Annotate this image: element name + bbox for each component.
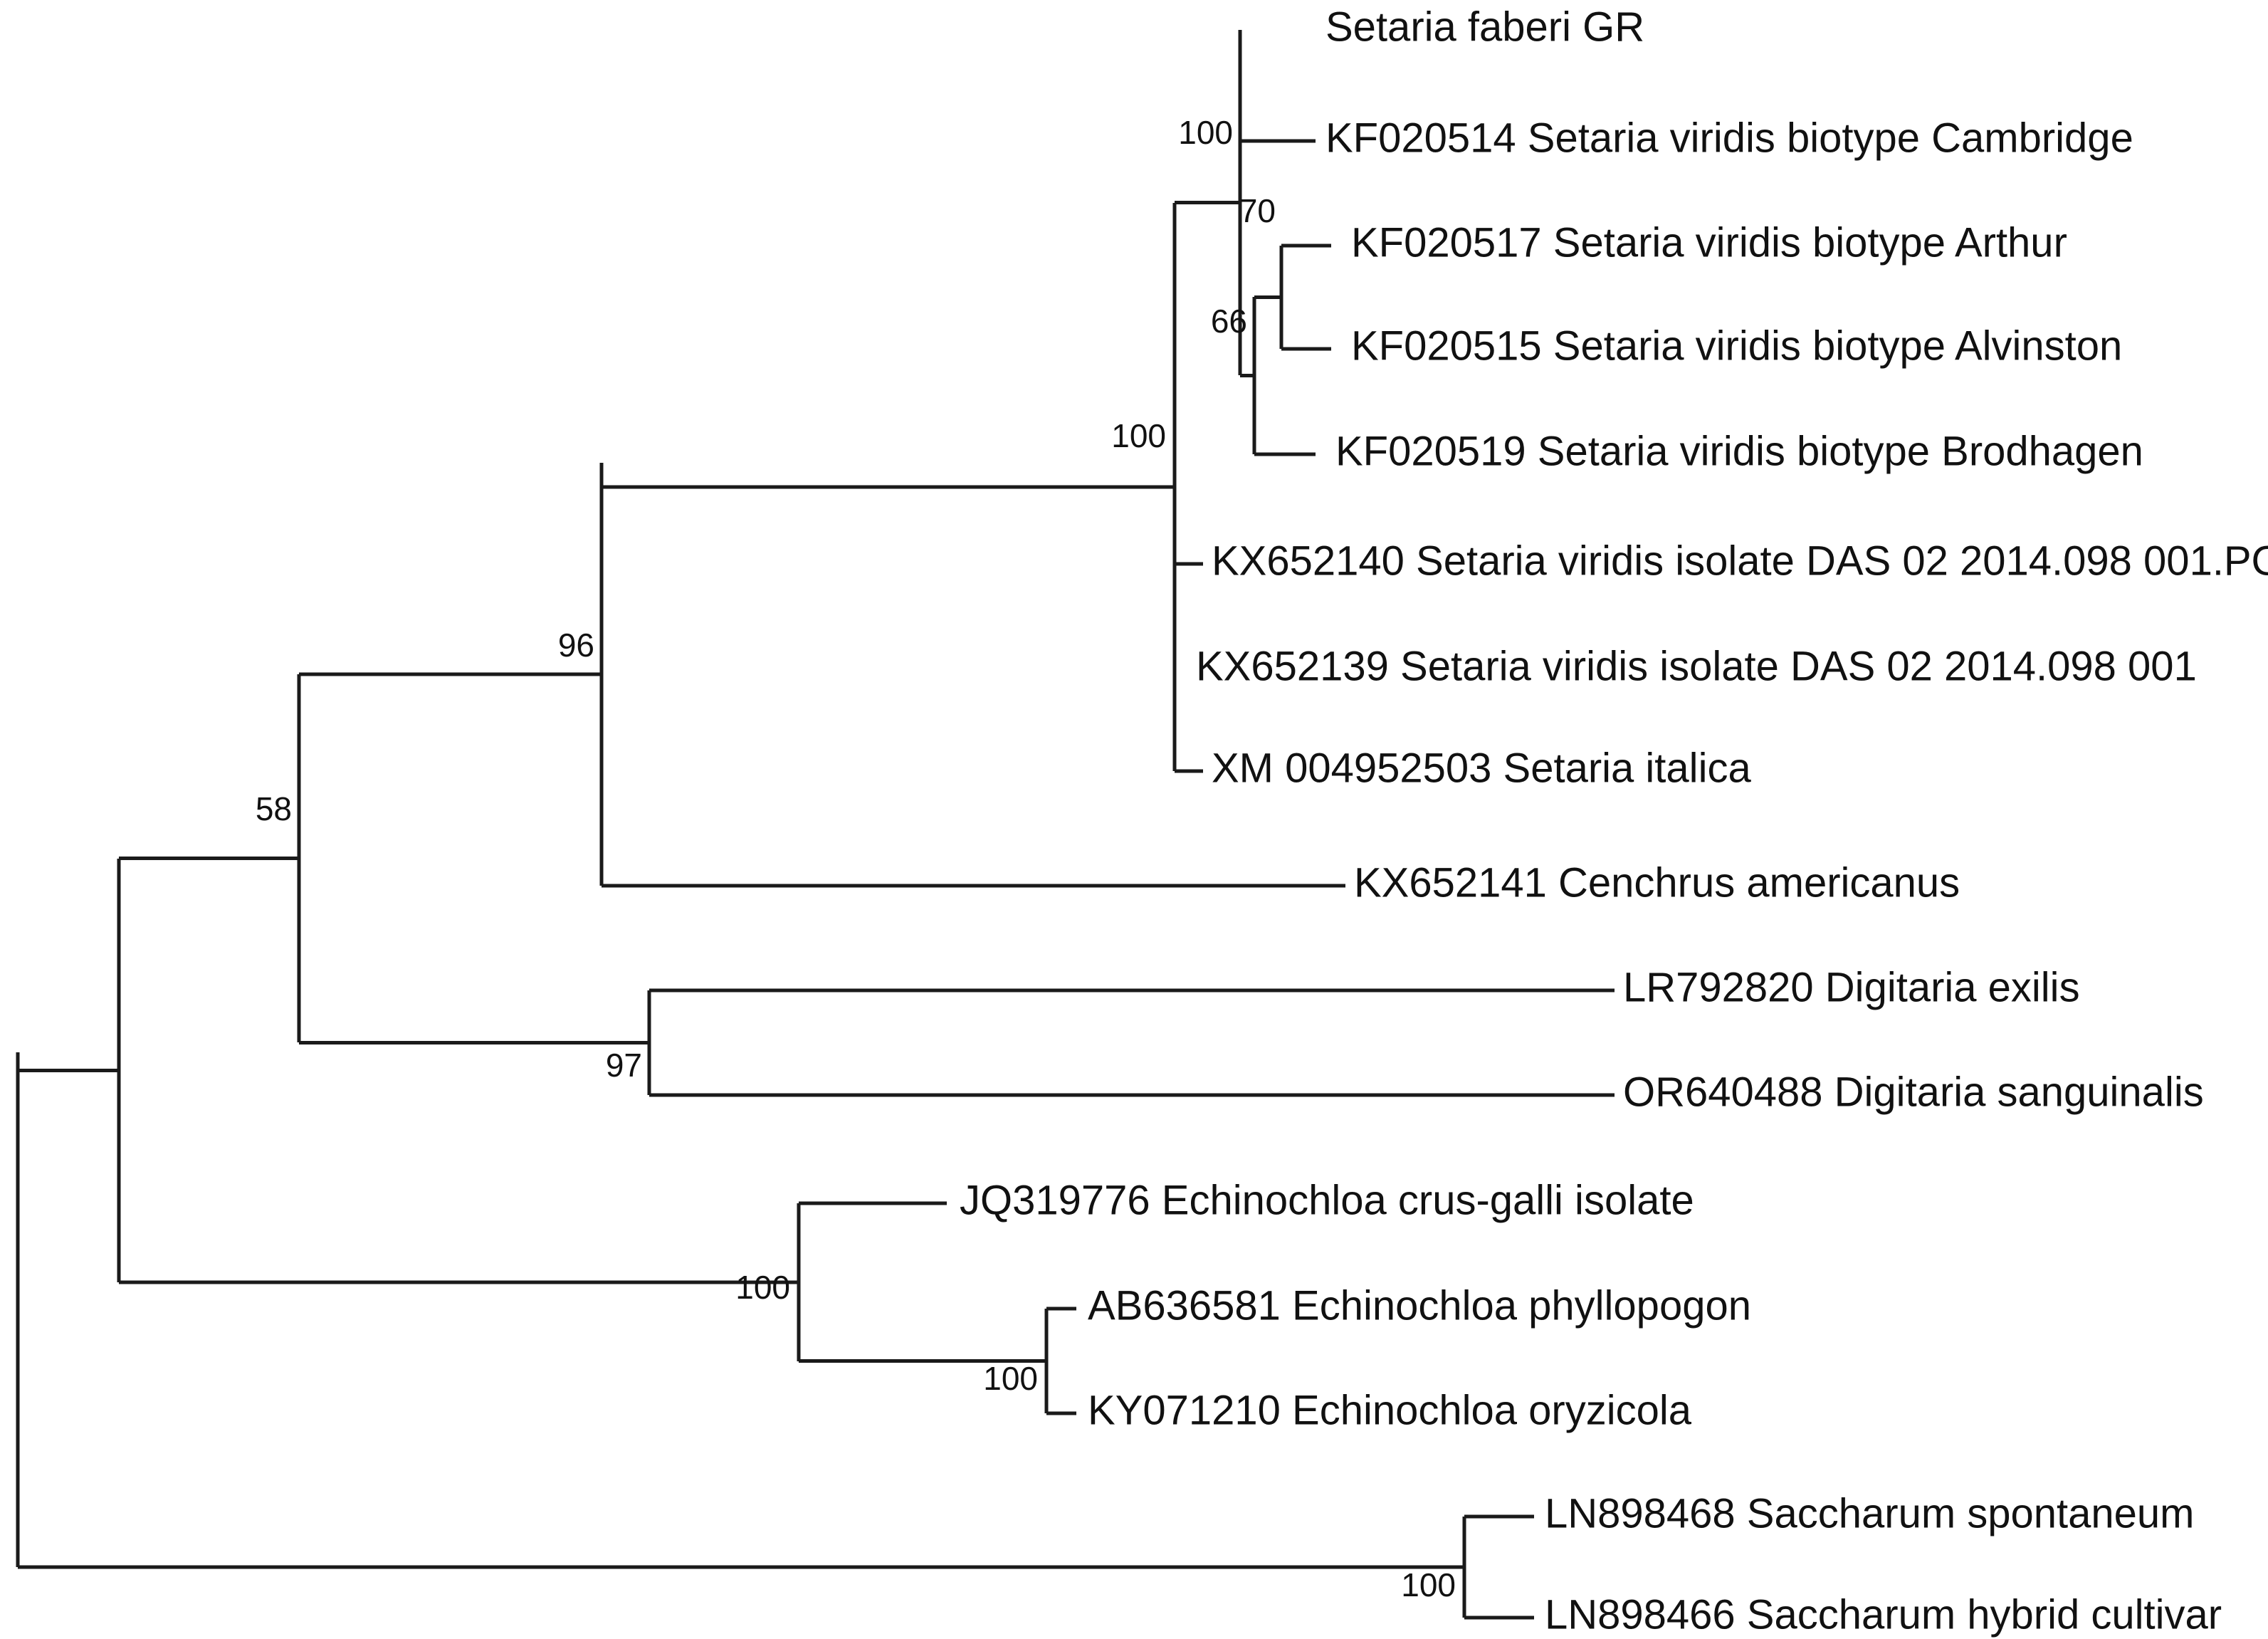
- taxon-label-t6: KX652140 Setaria viridis isolate DAS 02 …: [1212, 538, 2268, 584]
- support-value-n_100e: 100: [1401, 1566, 1456, 1603]
- support-value-n_100b: 100: [1111, 417, 1166, 454]
- support-label-group: 70 66 100 100 96 97 58 100 100 100: [256, 114, 1456, 1603]
- taxon-label-t5: KF020519 Setaria viridis biotype Brodhag…: [1335, 428, 2143, 474]
- taxon-label-t9: KX652141 Cenchrus americanus: [1354, 859, 1960, 906]
- branch-group: [16, 30, 1615, 1620]
- support-value-n_100c: 100: [735, 1269, 790, 1306]
- taxon-label-group: Setaria faberi GR KF020514 Setaria viridi…: [960, 4, 2268, 1638]
- taxon-label-t11: OR640488 Digitaria sanguinalis: [1623, 1069, 2204, 1115]
- support-value-n_58: 58: [256, 790, 292, 827]
- taxon-label-t10: LR792820 Digitaria exilis: [1623, 964, 2080, 1010]
- taxon-label-t1: Setaria faberi GR: [1325, 4, 1644, 50]
- taxon-label-t12: JQ319776 Echinochloa crus-galli isolate: [960, 1177, 1694, 1223]
- taxon-label-t16: LN898466 Saccharum hybrid cultivar: [1545, 1591, 2222, 1638]
- support-value-n_96: 96: [558, 627, 594, 664]
- support-value-n_100d: 100: [983, 1360, 1038, 1397]
- support-value-n_100a: 100: [1178, 114, 1233, 151]
- taxon-label-t14: KY071210 Echinochloa oryzicola: [1088, 1387, 1692, 1433]
- taxon-label-t3: KF020517 Setaria viridis biotype Arthur: [1351, 219, 2067, 266]
- taxon-label-t13: AB636581 Echinochloa phyllopogon: [1088, 1282, 1751, 1329]
- support-value-n_66: 66: [1211, 303, 1247, 340]
- taxon-label-t2: KF020514 Setaria viridis biotype Cambrid…: [1325, 115, 2133, 161]
- support-value-n_70: 70: [1239, 192, 1276, 229]
- taxon-label-t15: LN898468 Saccharum spontaneum: [1545, 1490, 2194, 1536]
- taxon-label-t4: KF020515 Setaria viridis biotype Alvinst…: [1351, 323, 2122, 369]
- support-value-n_97: 97: [606, 1047, 642, 1084]
- taxon-label-t7: KX652139 Setaria viridis isolate DAS 02 …: [1196, 643, 2197, 689]
- taxon-label-t8: XM 004952503 Setaria italica: [1212, 745, 1751, 791]
